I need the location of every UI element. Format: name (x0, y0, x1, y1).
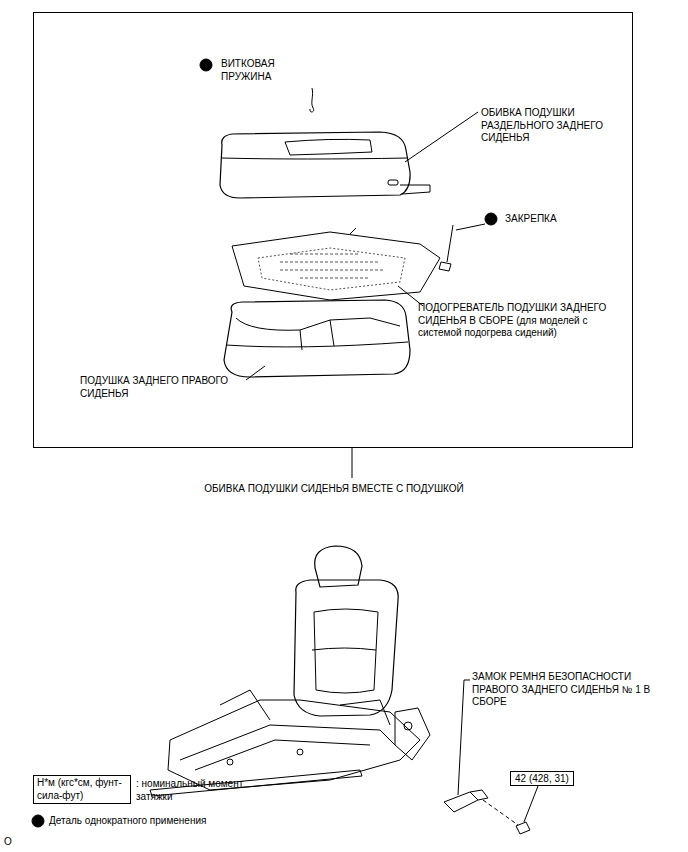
part-name: ОБИВКА ПОДУШКИ РАЗДЕЛЬНОГО ЗАДНЕГО СИДЕН… (481, 107, 621, 145)
heater-mat (232, 232, 440, 300)
cushion-cover-tab (400, 185, 430, 194)
torque-box: 42 (428, 31) (510, 771, 574, 786)
figure-mark: O (4, 836, 24, 849)
cushion-cover (220, 132, 410, 198)
heater-wire (280, 254, 385, 278)
legend-sample-box: Н*м (кгс*см, фунт-сила-фут) (33, 775, 131, 804)
cushion-pad-groove (300, 320, 334, 350)
heater-wire (258, 248, 405, 290)
bolt (516, 822, 530, 834)
legend-text: Деталь однократного применения (49, 815, 206, 828)
seat-assembly (150, 546, 430, 796)
cushion-pad (224, 300, 410, 377)
leader-line (524, 786, 538, 822)
torque-value: 42 (428, 31) (515, 773, 569, 784)
part-name: ВИТКОВАЯ ПРУЖИНА (221, 58, 301, 83)
leader-line (246, 366, 265, 380)
cushion-pad-contour (226, 342, 408, 347)
assembly-caption: ОБИВКА ПОДУШКИ СИДЕНЬЯ ВМЕСТЕ С ПОДУШКОЙ (34, 483, 634, 496)
clip (439, 225, 453, 271)
one-time-dot (485, 213, 497, 225)
one-time-dot (200, 59, 212, 71)
belt-buckle (444, 792, 478, 812)
cushion-cover-slot (388, 180, 398, 185)
cushion-cover-seam (222, 158, 408, 159)
leader-line (458, 680, 470, 795)
cushion-cover-panel (285, 139, 372, 155)
leader-line (456, 224, 485, 230)
cushion-pad-contour (236, 318, 400, 330)
legend-text: : номинальный момент затяжки (136, 778, 266, 803)
coil-spring (310, 88, 314, 112)
part-name: ПОДОГРЕВАТЕЛЬ ПОДУШКИ ЗАДНЕГО СИДЕНЬЯ В … (418, 302, 628, 340)
legend-dot (32, 815, 44, 827)
part-name: ПОДУШКА ЗАДНЕГО ПРАВОГО СИДЕНЬЯ (80, 375, 250, 400)
belt-buckle (470, 790, 488, 800)
leader-line (405, 112, 478, 162)
part-name: ЗАМОК РЕМНЯ БЕЗОПАСНОСТИ ПРАВОГО ЗАДНЕГО… (472, 671, 657, 709)
frame-leader (352, 448, 353, 478)
part-name: ЗАКРЕПКА (505, 213, 595, 226)
bolt-axis (483, 800, 518, 825)
heater-lead (350, 228, 356, 234)
